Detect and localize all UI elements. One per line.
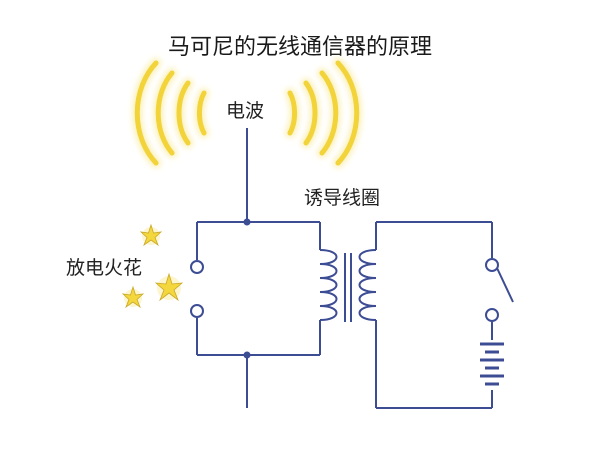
radio-wave-label: 电波 <box>226 100 265 122</box>
switch <box>485 258 514 322</box>
spark-star-icon <box>121 285 145 309</box>
induction-coil <box>319 249 377 322</box>
spark-gap-terminal <box>190 260 204 274</box>
spark-label: 放电火花 <box>66 257 143 279</box>
induction-coil-label: 诱导线圈 <box>304 187 381 209</box>
junction-dot <box>243 351 251 359</box>
circuit-wires <box>196 128 493 409</box>
battery <box>480 342 504 386</box>
page-title: 马可尼的无线通信器的原理 <box>167 35 432 60</box>
junction-dot <box>243 218 251 226</box>
radio-wave-arcs <box>132 58 362 168</box>
spark-gap-terminal <box>190 304 204 318</box>
spark-star-icon <box>139 223 163 247</box>
spark-star-icon <box>154 272 184 302</box>
